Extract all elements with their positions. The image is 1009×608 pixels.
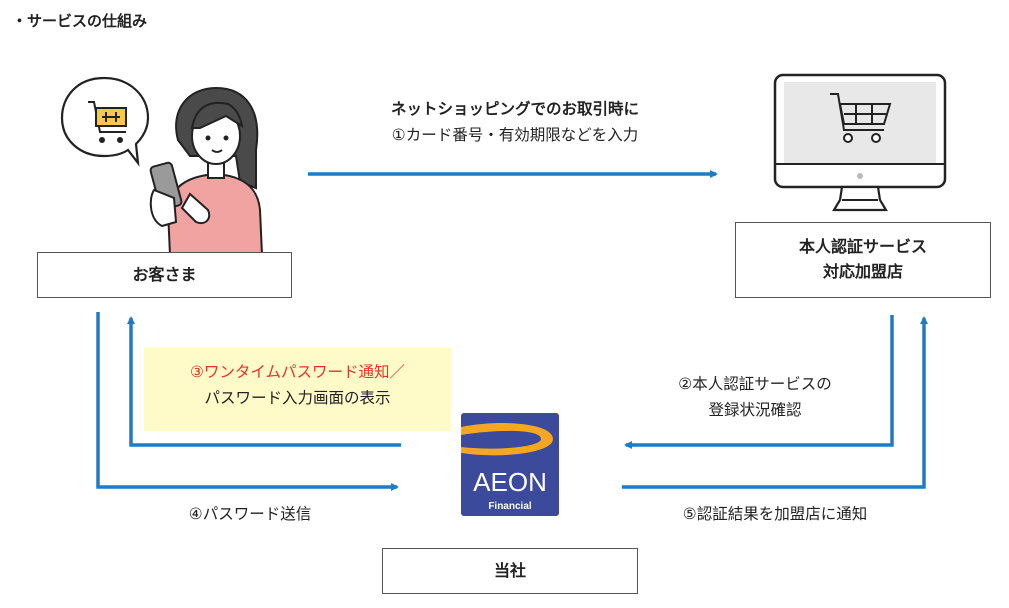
- company-box: 当社: [382, 548, 638, 594]
- company-label: 当社: [493, 560, 526, 580]
- step1-line1: ネットショッピングでのお取引時に: [390, 100, 639, 118]
- step1-label: ネットショッピングでのお取引時に ①カード番号・有効期限などを入力: [330, 97, 700, 148]
- step3-label: ③ワンタイムパスワード通知／ パスワード入力画面の表示: [144, 360, 451, 411]
- merchant-computer-illustration: [773, 73, 947, 212]
- shopping-cart-icon: [830, 93, 892, 143]
- step2-line1: ②本人認証サービスの: [678, 375, 832, 393]
- arrow-step3: [127, 316, 401, 447]
- step3-highlight: [144, 348, 451, 431]
- aeon-financial-logo: AEON Financial: [461, 413, 559, 516]
- customer-illustration: [60, 76, 264, 255]
- step4-label: ④パスワード送信: [130, 502, 370, 528]
- merchant-box: 本人認証サービス 対応加盟店: [735, 222, 991, 298]
- arrow-step5: [622, 316, 928, 489]
- logo-subtext: Financial: [488, 501, 532, 512]
- arrow-step4: [96, 312, 399, 491]
- shopping-cart-icon: [88, 101, 127, 143]
- step3-line1: ③ワンタイムパスワード通知／: [189, 363, 406, 381]
- step5-line1: ⑤認証結果を加盟店に通知: [682, 505, 868, 523]
- step5-label: ⑤認証結果を加盟店に通知: [620, 502, 930, 528]
- step4-line1: ④パスワード送信: [188, 505, 312, 523]
- step2-line2: 登録状況確認: [708, 400, 802, 419]
- step2-label: ②本人認証サービスの 登録状況確認: [630, 372, 880, 423]
- arrow-step2: [624, 315, 894, 449]
- step3-line2: パスワード入力画面の表示: [204, 388, 391, 407]
- section-heading: ・サービスの仕組み: [12, 12, 148, 30]
- merchant-label-line1: 本人認証サービス: [798, 237, 927, 257]
- step1-line2: ①カード番号・有効期限などを入力: [391, 125, 639, 144]
- customer-box: お客さま: [37, 252, 292, 298]
- logo-text: AEON: [473, 467, 547, 497]
- merchant-label-line2: 対応加盟店: [822, 262, 903, 281]
- speech-bubble-icon: [60, 76, 150, 167]
- customer-label: お客さま: [132, 264, 197, 284]
